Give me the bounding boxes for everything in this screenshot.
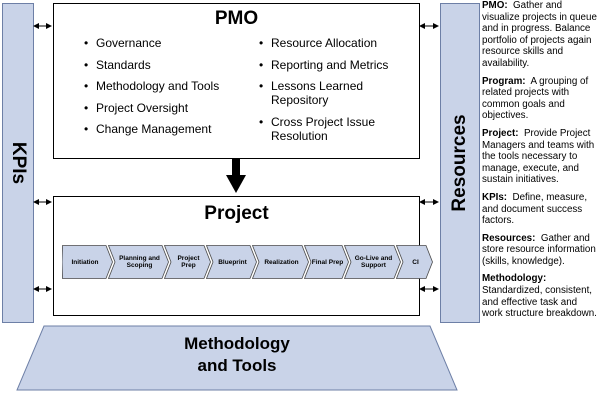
list-item: Standards (84, 58, 249, 72)
phase-chevron: Realization (252, 245, 309, 279)
phase-chevron: Final Prep (304, 245, 349, 279)
pmo-right-list: Resource Allocation Reporting and Metric… (259, 36, 419, 150)
list-item: Change Management (84, 122, 249, 136)
phase-label: Final Prep (311, 258, 344, 266)
kpis-bar: KPIs (2, 3, 34, 323)
list-item: Resource Allocation (259, 36, 419, 50)
phase-label: Planning and Scoping (119, 255, 160, 269)
phase-chevron: Go-Live and Support (344, 245, 401, 279)
base-label-line2: and Tools (197, 356, 277, 375)
phase-label: Project Prep (177, 255, 200, 269)
base-label-line1: Methodology (184, 334, 290, 353)
description-kpis: KPIs: Define, measure, and document succ… (482, 191, 588, 227)
list-item: Governance (84, 36, 249, 50)
pmo-to-project-arrow (226, 158, 246, 193)
phase-chevron: CI (396, 245, 433, 279)
phase-label: CI (412, 258, 419, 266)
methodology-base: Methodology and Tools (16, 325, 458, 391)
resources-bar: Resources (440, 3, 480, 323)
pmo-box: PMO Governance Standards Methodology and… (53, 3, 420, 159)
description-resources: Resources: Gather and store resource inf… (482, 232, 596, 267)
description-methodology: Methodology:Standardized, consistent, an… (482, 273, 597, 320)
project-title: Project (204, 203, 269, 224)
phase-chevron: Blueprint (206, 245, 257, 279)
list-item: Methodology and Tools (84, 79, 249, 93)
phase-chevron: Project Prep (164, 245, 211, 279)
list-item: Project Oversight (84, 101, 249, 115)
description-project: Project: Provide Project Managers and te… (482, 127, 595, 186)
phase-label: Go-Live and Support (354, 255, 393, 269)
list-item: Cross Project Issue Resolution (259, 115, 419, 143)
phase-chevron: Planning and Scoping (108, 245, 169, 279)
pmo-left-list: Governance Standards Methodology and Too… (84, 36, 249, 144)
phase-label: Initiation (71, 258, 99, 266)
description-program: Program: A grouping of related projects … (482, 75, 589, 122)
list-item: Reporting and Metrics (259, 58, 419, 72)
pmo-title: PMO (214, 8, 259, 29)
descriptions-panel: PMO: Gather and visualize projects in qu… (482, 0, 600, 326)
description-pmo: PMO: Gather and visualize projects in qu… (482, 0, 597, 69)
phase-label: Blueprint (218, 258, 247, 266)
phase-label: Realization (264, 258, 299, 266)
phase-chevrons: Initiation Planning and Scoping Project Pr… (62, 245, 433, 279)
base-trapezoid (16, 325, 458, 391)
project-box: Project Initiation Planning and Scoping Pr… (53, 196, 433, 316)
list-item: Lessons Learned Repository (259, 79, 419, 107)
phase-chevron: Initiation (62, 245, 113, 279)
